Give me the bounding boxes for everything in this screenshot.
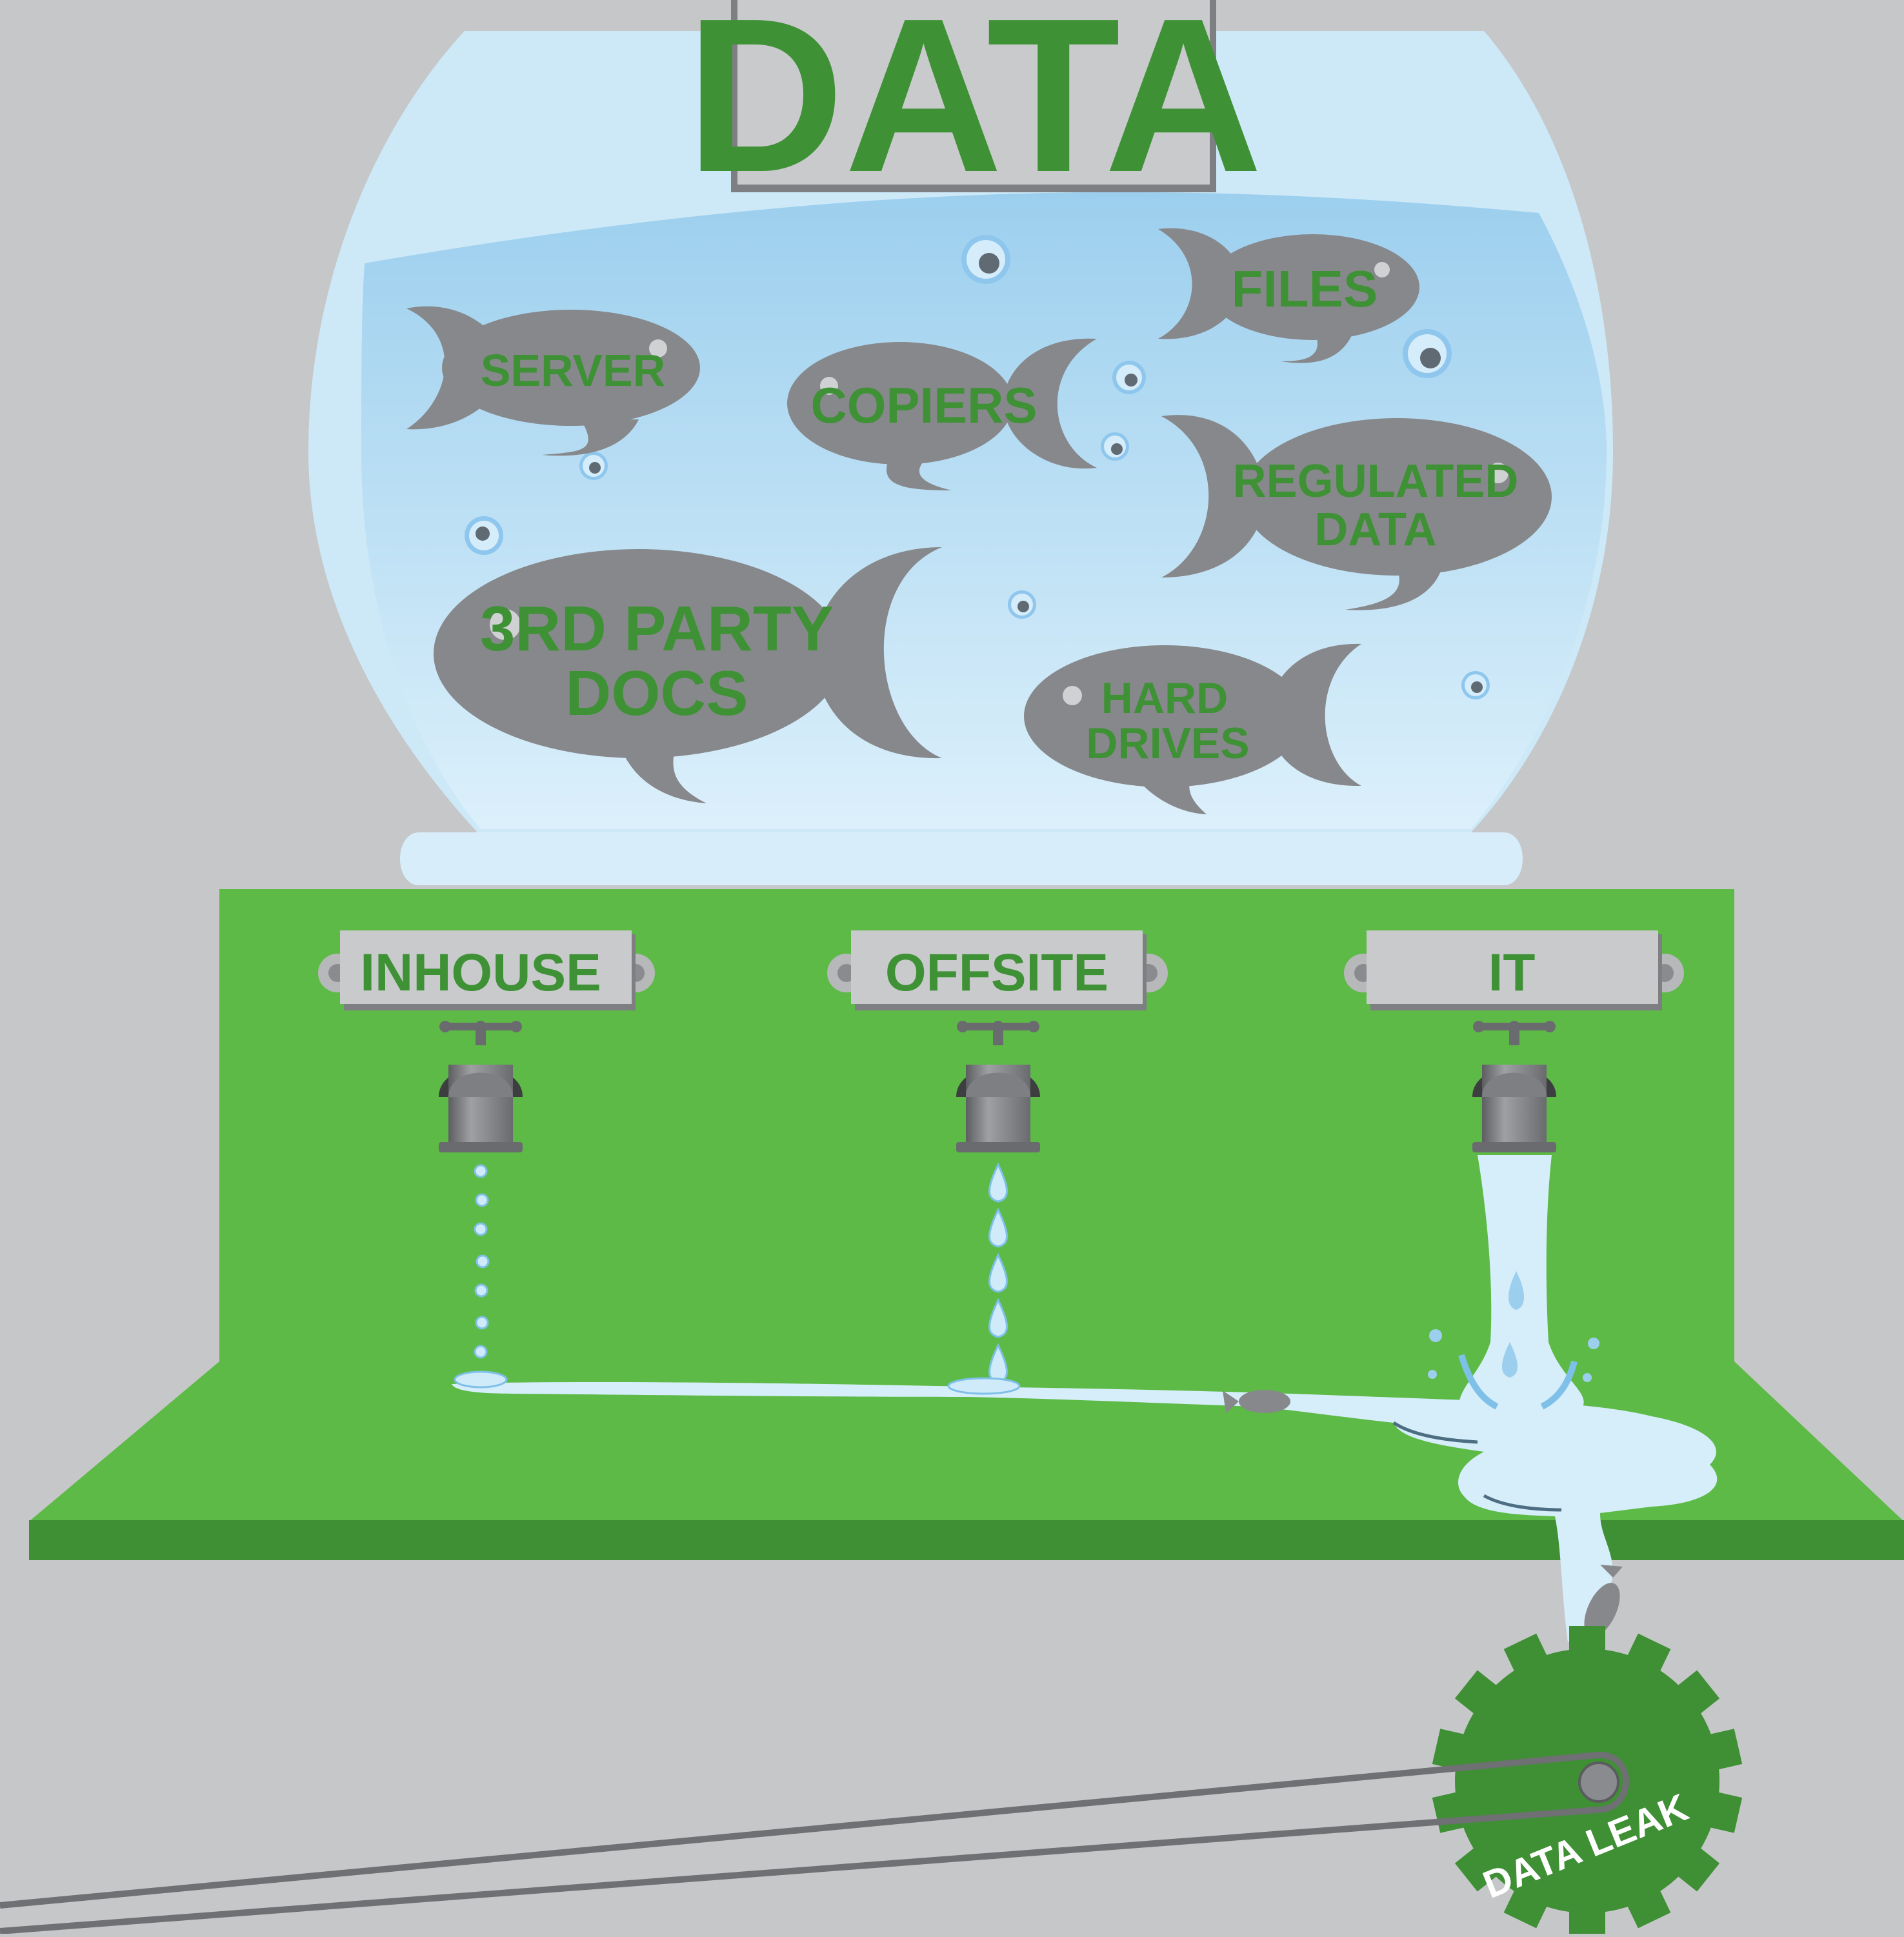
gear-tooth — [1432, 1729, 1485, 1774]
fish-eye — [1374, 262, 1390, 277]
bubble — [1112, 361, 1146, 394]
gear-tooth — [1569, 1891, 1605, 1936]
fish-label: COPIERS — [810, 377, 1037, 434]
drip-offsite — [947, 1162, 1021, 1395]
fish-eye — [490, 609, 521, 640]
bubble — [1403, 329, 1452, 378]
bubble — [465, 516, 503, 555]
faucets — [439, 1021, 1556, 1152]
tap-labels: INHOUSE OFFSITE IT — [318, 930, 1684, 1010]
plate-offsite: OFFSITE — [827, 930, 1168, 1010]
fish-label: FILES — [1232, 260, 1378, 317]
fish-server: SERVER — [406, 306, 700, 456]
title-sign: DATA — [686, 0, 1263, 218]
gear-tooth — [1690, 1787, 1743, 1833]
fish-eye — [820, 377, 838, 395]
fish-copiers: COPIERS — [787, 338, 1097, 490]
gear-tooth — [1569, 1626, 1605, 1671]
fish-tail — [814, 547, 942, 759]
fish-label: DRIVES — [1086, 719, 1249, 768]
fish-school: SERVER COPIERS FILES REGULATED DATA — [406, 228, 1552, 814]
fish-3rd-party-docs: 3RD PARTY DOCS — [434, 547, 942, 803]
bubble — [1008, 590, 1036, 619]
fish-label: 3RD PARTY — [480, 593, 834, 664]
gear-tooth — [1503, 1872, 1556, 1929]
fish-tail — [1003, 338, 1097, 469]
tap-label: INHOUSE — [360, 943, 601, 1002]
drip-inhouse — [454, 1164, 508, 1389]
stream-it — [1428, 1155, 1599, 1410]
gear-tooth — [1503, 1633, 1556, 1690]
tap-label: OFFSITE — [885, 943, 1108, 1002]
faucet-offsite[interactable] — [956, 1021, 1040, 1152]
gear-tooth — [1618, 1633, 1671, 1690]
fish-label: REGULATED — [1233, 456, 1519, 507]
bubble — [1461, 671, 1490, 699]
gear-tooth — [1690, 1729, 1743, 1774]
bubble — [1101, 432, 1129, 461]
fish-eye — [1488, 463, 1508, 483]
drive-belt — [0, 1751, 1629, 1934]
plate-it: IT — [1344, 930, 1684, 1010]
fish-tail — [1268, 643, 1361, 787]
bubbles — [465, 235, 1490, 699]
gear-tooth — [1618, 1872, 1671, 1929]
plate-inhouse: INHOUSE — [318, 930, 655, 1010]
falling-fish — [1584, 1565, 1623, 1637]
bubble — [579, 452, 608, 480]
faucet-it[interactable] — [1472, 1021, 1556, 1152]
fish-label: SERVER — [481, 345, 666, 396]
bowl-base — [400, 832, 1523, 885]
escaping-fish — [1223, 1390, 1290, 1413]
fish-eye — [1063, 686, 1082, 705]
tap-label: IT — [1488, 943, 1536, 1002]
fish-label: HARD — [1101, 674, 1228, 723]
faucet-inhouse[interactable] — [439, 1021, 523, 1152]
fish-eye — [649, 339, 667, 357]
fish-hard-drives: HARD DRIVES — [1024, 643, 1361, 814]
fish-label: DATA — [1314, 504, 1436, 556]
page-title: DATA — [686, 0, 1263, 218]
fish-regulated-data: REGULATED DATA — [1161, 415, 1552, 610]
fish-tail — [1161, 415, 1265, 577]
fish-files: FILES — [1158, 228, 1419, 363]
shelf-edge — [29, 1520, 1904, 1560]
fish-label: DOCS — [565, 657, 748, 728]
bubble — [961, 235, 1010, 284]
